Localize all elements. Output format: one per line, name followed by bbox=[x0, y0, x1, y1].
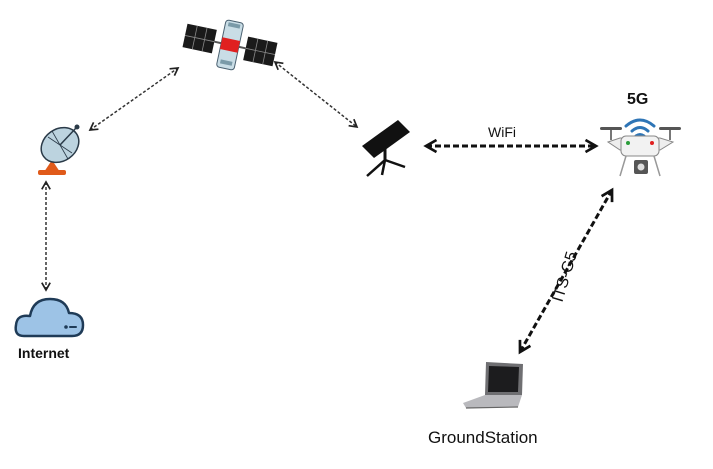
link-dish-satellite bbox=[88, 67, 180, 131]
wifi-link-label: WiFi bbox=[488, 124, 516, 140]
cloud-icon bbox=[14, 297, 85, 338]
ground-station-label: GroundStation bbox=[428, 428, 538, 447]
link-its-g5 bbox=[518, 187, 614, 355]
starlink-terminal-icon bbox=[362, 120, 410, 177]
satellite-icon bbox=[182, 19, 278, 71]
laptop-icon bbox=[463, 362, 523, 409]
internet-label: Internet bbox=[18, 345, 70, 361]
5g-badge: 5G bbox=[627, 91, 649, 108]
link-satellite-starlink bbox=[273, 60, 359, 129]
drone-icon bbox=[600, 118, 681, 177]
satellite-dish-icon bbox=[38, 124, 80, 175]
